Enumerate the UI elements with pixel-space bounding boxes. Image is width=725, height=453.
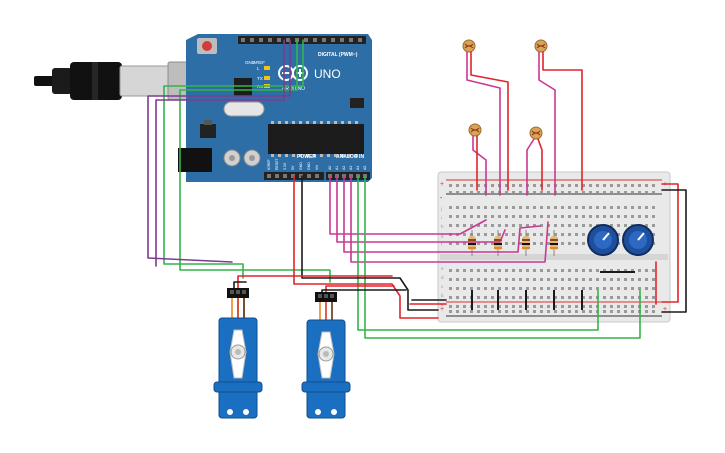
analog-pin-a1: A1 [335, 166, 339, 170]
wire-red-servo1 [237, 275, 393, 293]
power-pin-vin: Vin [315, 165, 319, 170]
arduino-logo-icon [278, 65, 308, 81]
wire-red-rail-bridge [661, 183, 679, 303]
tx-led-label: TX [257, 76, 263, 81]
row-letter-d: d [441, 275, 444, 280]
row-letter-i: i [441, 215, 442, 220]
brand-label: ARDUINO [282, 86, 305, 92]
servo-2 [301, 292, 351, 419]
potentiometer-1[interactable] [587, 224, 619, 256]
wire-black-rail-bridge [661, 189, 687, 313]
power-jack [178, 148, 212, 172]
analog-pin-a3: A3 [349, 166, 353, 170]
photoresistor-2 [534, 39, 548, 53]
analog-pin-labels: A0 A1 A2 A3 A4 A5 [328, 166, 367, 170]
row-letter-h: h [441, 224, 444, 229]
wire-green-servo2 [179, 39, 331, 283]
row-letter-f: f [441, 242, 443, 247]
ldr1-lead-red [470, 51, 509, 191]
ldr4-lead-magenta [526, 138, 535, 196]
atmega-chip [268, 124, 364, 154]
wire-black-gnd [301, 175, 439, 311]
row-letter-j: j [440, 206, 442, 211]
wire-purple-1 [147, 39, 291, 263]
rail-plus-label-bottom-right: + [663, 306, 667, 313]
aref-label: AREF [253, 60, 265, 65]
analog-header-label: ANALOG IN [336, 154, 364, 160]
analog-pin-a2: A2 [342, 166, 346, 170]
ldr4-lead-red [537, 138, 543, 191]
row-letter-c: c [441, 284, 444, 289]
ldr3-lead-magenta [472, 135, 487, 196]
analog-pin-a4: A4 [356, 166, 360, 170]
ground-jumpers [471, 271, 635, 310]
analog-pin-a0: A0 [328, 166, 332, 170]
power-pin-5v: 5V [291, 165, 295, 170]
wire-green-servo1 [163, 39, 304, 279]
power-header-label: POWER [297, 154, 316, 160]
analog-pin-a5: A5 [363, 166, 367, 170]
rail-minus-label-top: - [440, 195, 443, 202]
photoresistor-4 [529, 126, 543, 140]
servo-1 [213, 288, 263, 419]
gnd-label: GND [245, 60, 256, 65]
digital-header [238, 36, 366, 44]
power-pin-gnd-1: GND [299, 162, 303, 170]
row-letter-e: e [441, 266, 444, 271]
resistor-4 [550, 230, 558, 256]
ldr1-lead-magenta [466, 51, 501, 196]
rail-plus-label-bottom: + [440, 306, 444, 313]
wire-a3 [350, 175, 549, 263]
ldr2-lead-red [542, 51, 583, 191]
row-letter-b: b [441, 293, 444, 298]
digital-header-label: DIGITAL (PWM~) [318, 52, 358, 58]
rail-plus-label-top: + [440, 181, 444, 188]
power-pin-gnd-2: GND [307, 162, 311, 170]
wire-a1 [336, 175, 506, 243]
power-pin-labels: IOREF RESET 3.3V 5V GND GND Vin [267, 157, 319, 170]
potentiometer-2[interactable] [622, 224, 654, 256]
photoresistor-3 [468, 123, 482, 137]
wire-purple-2 [155, 39, 285, 267]
wire-green-a5 [364, 175, 641, 339]
resistor-3 [522, 230, 530, 256]
power-pin-reset: RESET [275, 157, 279, 170]
wire-green-a4 [357, 175, 599, 331]
analog-header [326, 172, 370, 180]
power-pin-3v3: 3.3V [283, 162, 287, 170]
model-label: UNO [314, 67, 341, 81]
photoresistor-1 [462, 39, 476, 53]
arduino-uno-board: DIGITAL (PWM~) AREF GND UNO ARDUINO L TX… [178, 34, 372, 182]
ldr2-lead-magenta [538, 51, 556, 196]
l-led-label: L [257, 66, 260, 71]
power-pin-ioref: IOREF [267, 159, 271, 170]
row-letter-g: g [441, 233, 444, 238]
wire-a0 [329, 175, 487, 235]
wire-a2 [343, 175, 541, 253]
